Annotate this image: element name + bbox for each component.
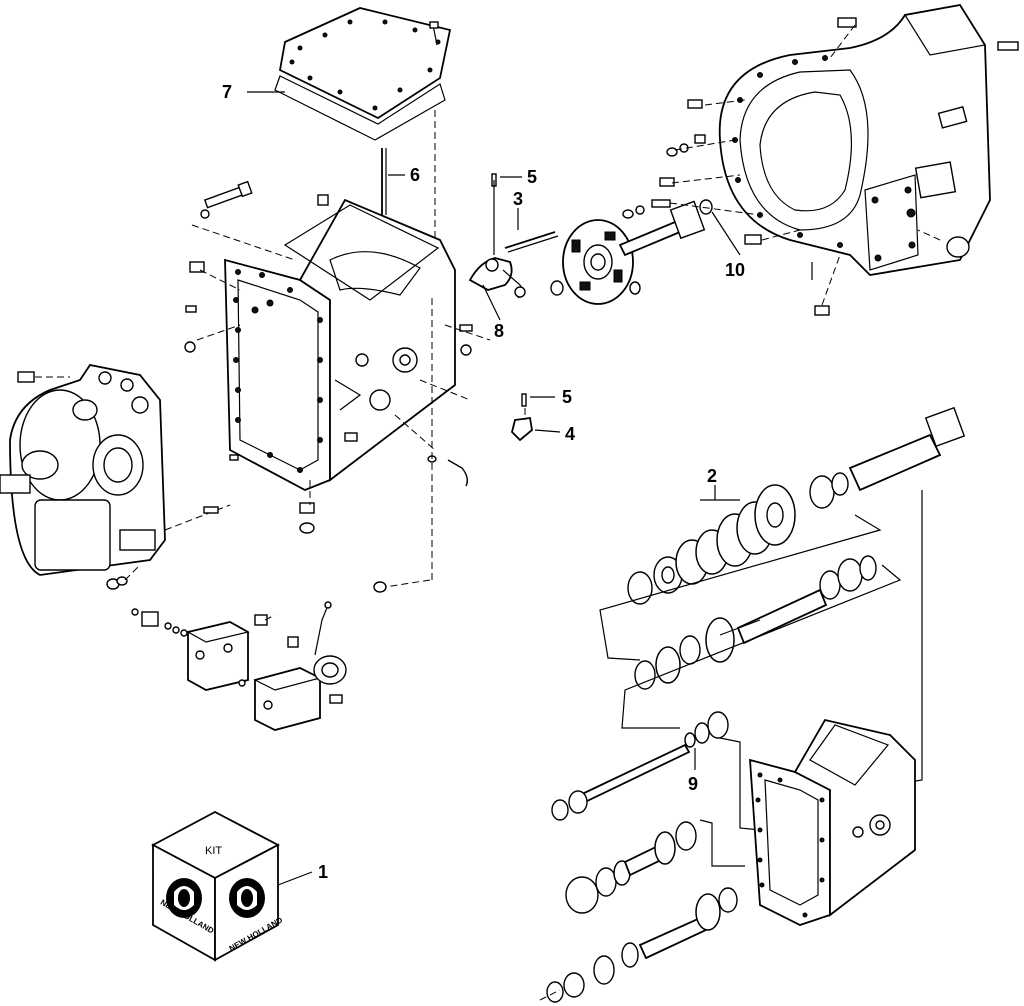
hydraulic-pump [0,363,166,576]
lever-4 [511,408,533,442]
new-holland-logo-right [229,878,265,918]
input-shaft [618,199,713,257]
callout-5b: 5 [562,387,572,407]
pto-shaft [551,711,729,821]
shift-fork-8 [468,180,526,299]
callout-5a: 5 [527,167,537,187]
callout-3: 3 [513,189,523,209]
callout-9: 9 [688,774,698,794]
lower-right-housing [749,718,916,926]
kit-box: KIT NEW HOLLAND NEW HOLLAND [151,810,284,962]
callout-2: 2 [707,466,717,486]
clutch-disc [550,219,641,305]
valve-small-parts [131,601,343,704]
lower-shaft-1 [565,821,697,914]
rear-housing [718,4,991,276]
callout-6: 6 [410,165,420,185]
callout-10: 10 [725,260,745,280]
housing-bolts [184,180,473,593]
stud-6 [381,148,387,215]
lower-shaft-2 [546,887,738,1003]
callout-8: 8 [494,321,504,341]
shift-rod-3 [504,231,559,253]
top-cover-plate [274,7,452,141]
rear-housing-bolts [622,17,1019,316]
pin-5-lower [521,393,527,407]
callout-7: 7 [222,82,232,102]
kit-label: KIT [205,845,222,857]
new-holland-logo-left [166,878,202,918]
callout-1: 1 [318,862,328,882]
callout-4: 4 [565,424,575,444]
main-shaft [634,555,877,690]
center-housing [224,198,456,491]
valve-block-right [253,655,347,731]
gear-cluster-2 [627,406,966,605]
valve-block-left [186,621,250,691]
